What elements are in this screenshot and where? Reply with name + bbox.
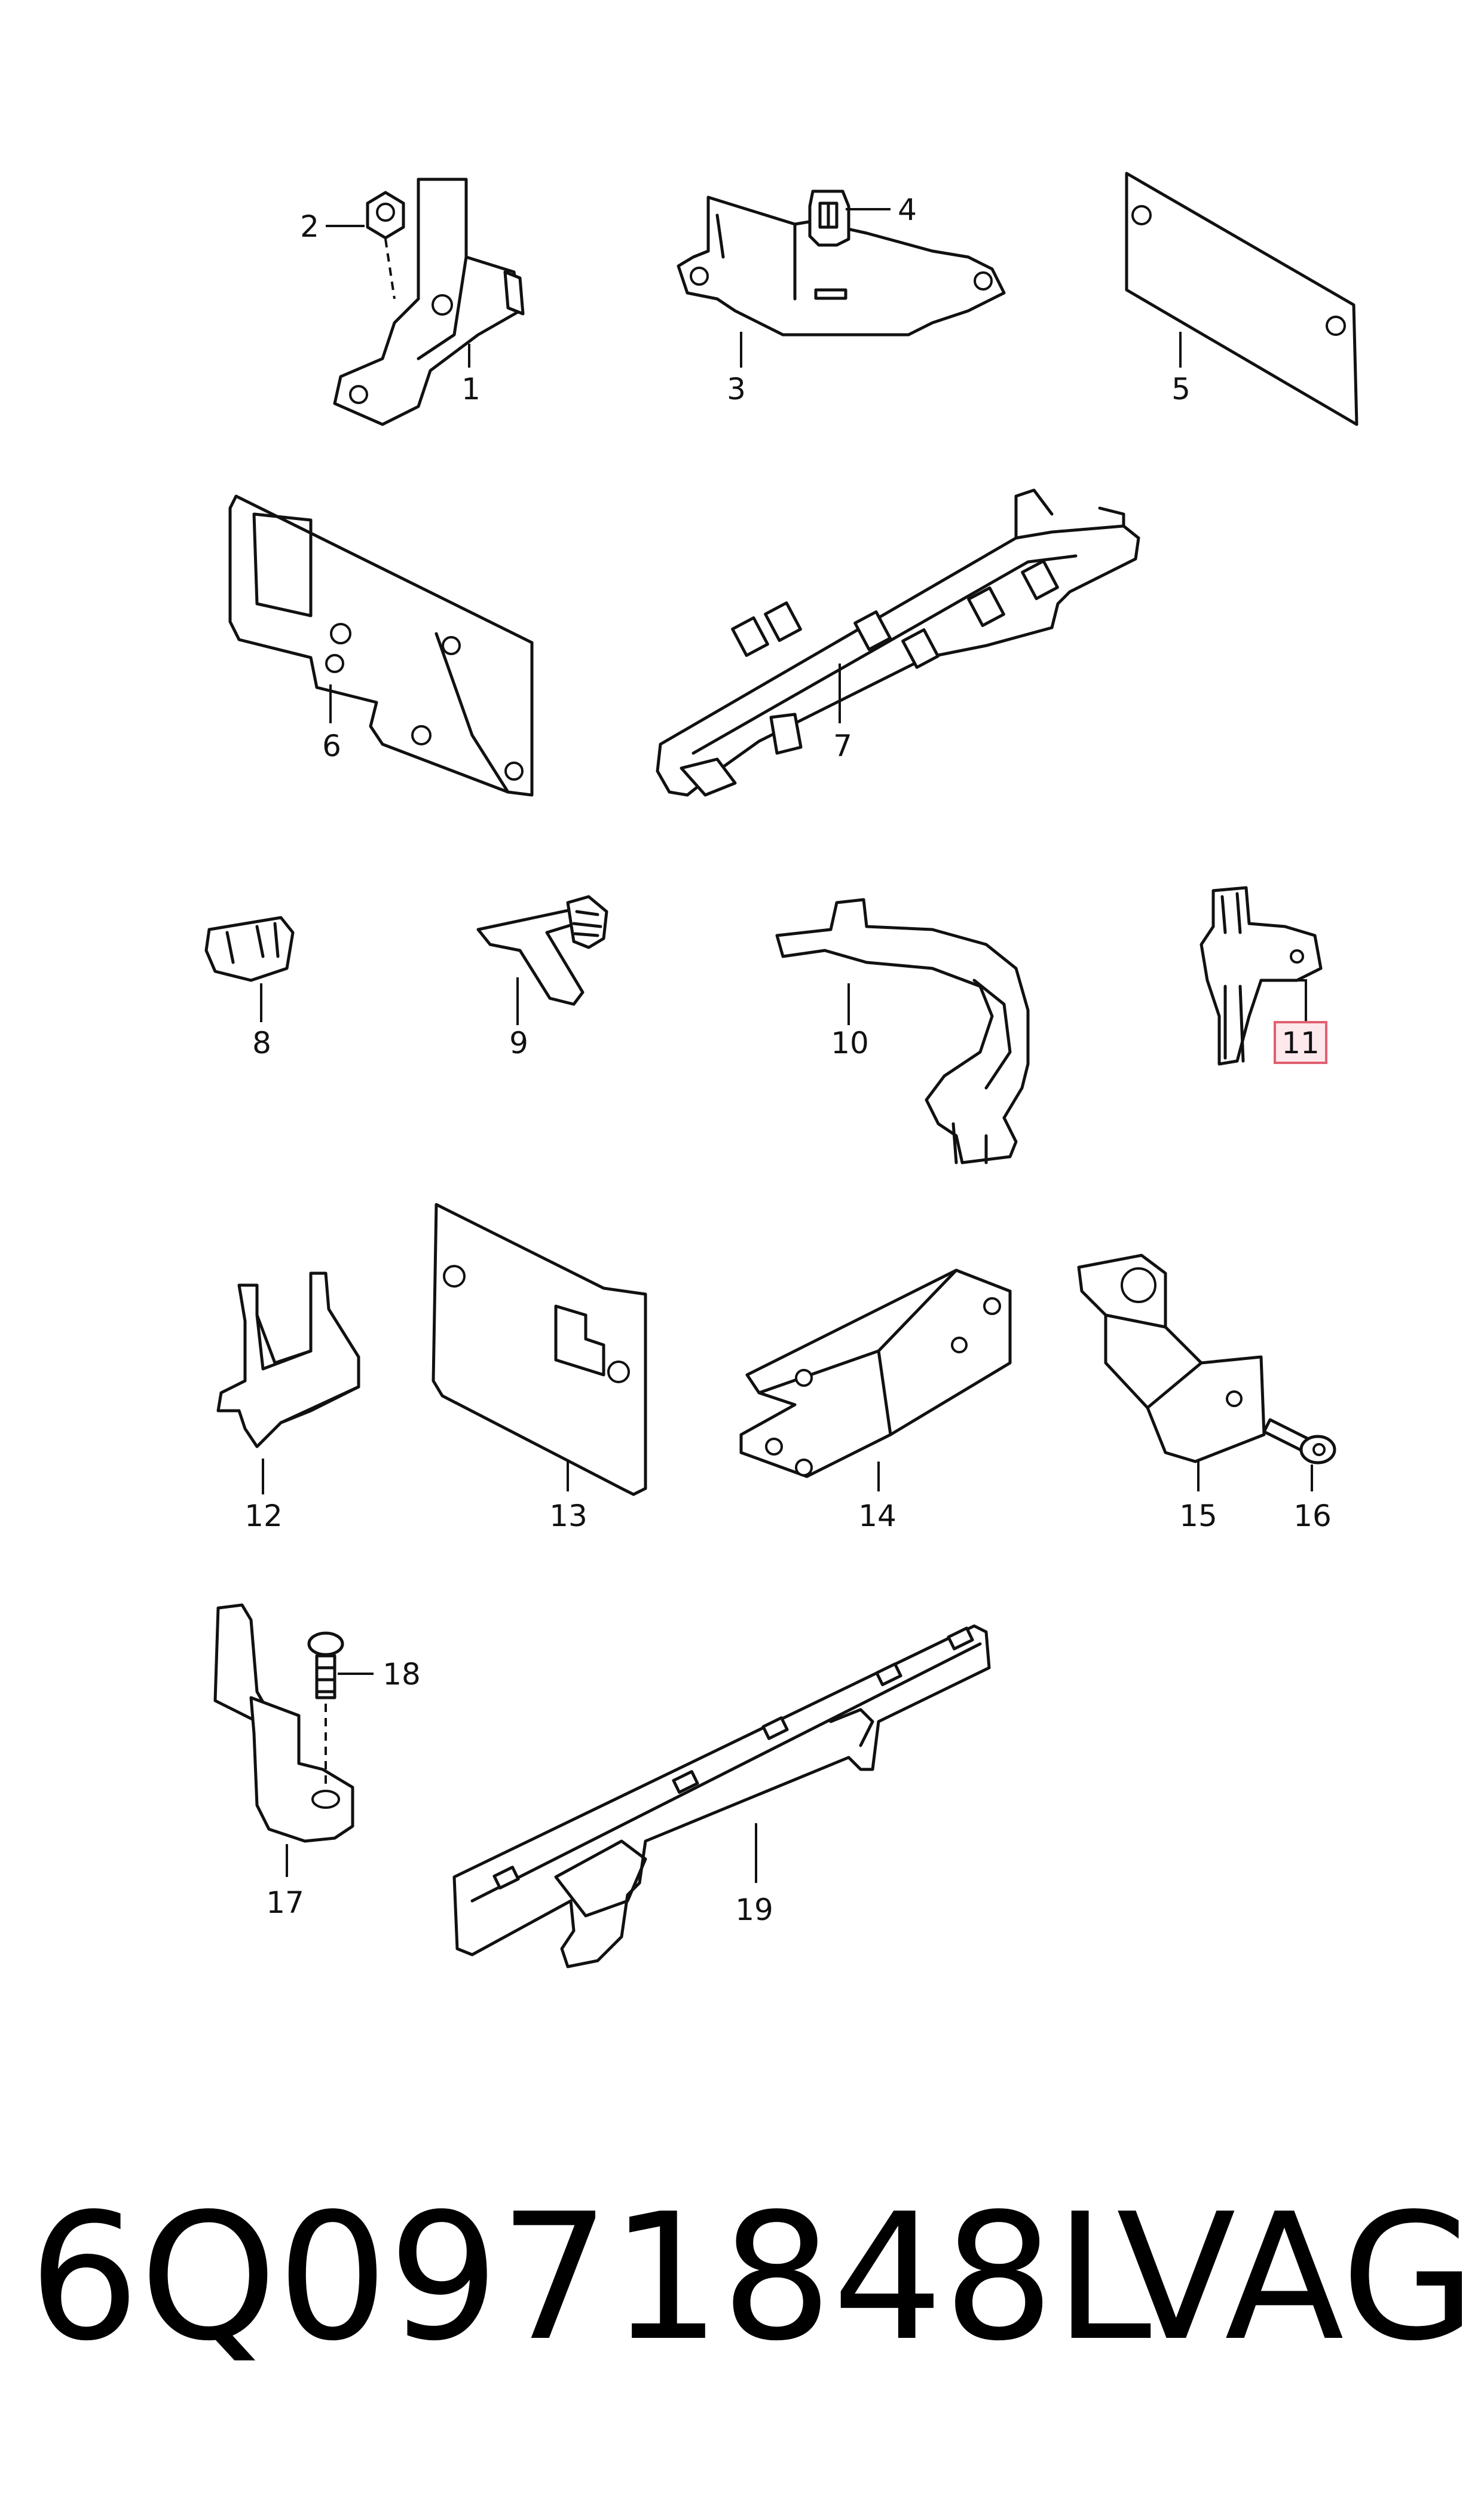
callout-7: 7 <box>833 729 852 763</box>
callout-11-highlight <box>1274 1021 1327 1064</box>
part-10-guide <box>775 898 1030 1164</box>
callout-15: 15 <box>1179 1499 1217 1533</box>
callout-14: 14 <box>858 1499 896 1533</box>
callout-3: 3 <box>727 372 746 406</box>
part-8-clip <box>204 916 295 982</box>
part-19-rail <box>452 1624 991 1968</box>
part-number-footer: 6Q0971848L VAG <box>29 2152 1476 2403</box>
part-1-bracket <box>333 178 525 426</box>
callout-9: 9 <box>509 1026 528 1060</box>
part-3-bracket <box>677 195 1006 337</box>
part-7-rail <box>656 488 1140 797</box>
part-18-screw <box>307 1631 344 1787</box>
callout-labels: 1 2 3 4 5 6 7 8 9 10 11 12 13 14 15 16 1… <box>244 192 1332 1927</box>
callout-10: 10 <box>831 1026 869 1060</box>
part-number: 6Q0971848L <box>29 2176 1152 2379</box>
part-9-clip <box>476 895 608 1006</box>
callout-19: 19 <box>735 1893 773 1927</box>
part-14-bracket <box>739 1268 1012 1478</box>
callout-5: 5 <box>1171 372 1191 406</box>
part-13-plate <box>432 1203 647 1496</box>
part-12-holder <box>216 1271 360 1448</box>
callout-4: 4 <box>898 192 917 227</box>
part-2-nut <box>366 191 405 299</box>
callout-8: 8 <box>252 1026 271 1060</box>
part-11-holder <box>1200 886 1323 1066</box>
part-17-clip <box>213 1603 354 1843</box>
callout-1: 1 <box>461 372 481 406</box>
callout-6: 6 <box>322 729 341 763</box>
part-15-bracket <box>1077 1254 1266 1463</box>
callout-12: 12 <box>244 1499 283 1533</box>
callout-17: 17 <box>266 1885 304 1920</box>
callout-2: 2 <box>300 209 319 244</box>
brand-name: VAG <box>1116 2176 1476 2379</box>
part-4-clip <box>808 189 850 247</box>
part-6-plate <box>228 494 534 797</box>
callout-11: 11 <box>1281 1026 1320 1060</box>
callout-13: 13 <box>549 1499 588 1533</box>
callout-18: 18 <box>383 1657 421 1692</box>
part-16-screw <box>1262 1418 1336 1465</box>
callout-16: 16 <box>1293 1499 1332 1533</box>
leader-lines <box>260 208 1313 1883</box>
part-5-plate <box>1125 172 1358 426</box>
